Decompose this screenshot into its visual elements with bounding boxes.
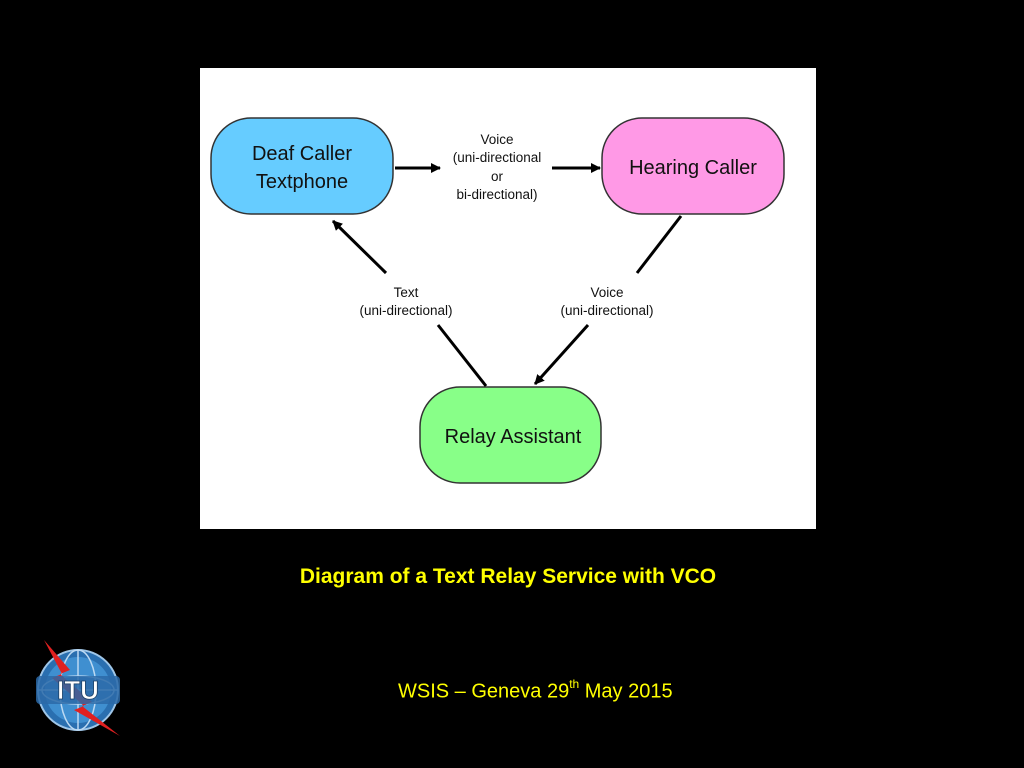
edge-left-label: Text (uni-directional) (359, 285, 452, 318)
node-deaf-caller-line1: Deaf Caller (252, 143, 352, 165)
edge-top-label-line2: (uni-directional (453, 150, 542, 165)
slide-caption: Diagram of a Text Relay Service with VCO (299, 565, 717, 588)
itu-globe-logo: ITU (36, 640, 120, 736)
diagram-panel: Deaf Caller Textphone Hearing Caller Rel… (200, 68, 816, 529)
relay-service-diagram: Deaf Caller Textphone Hearing Caller Rel… (210, 117, 785, 484)
node-relay-assistant-shape (419, 386, 602, 484)
edge-hearing-to-relay-upper (635, 215, 683, 274)
edge-top-label: Voice (uni-directional or bi-directional… (453, 132, 542, 202)
node-hearing-caller-label: Hearing Caller (629, 157, 757, 179)
edge-top-label-line1: Voice (480, 132, 513, 147)
edge-top-label-line3: or (491, 169, 504, 184)
edge-hearing-to-relay-lower (533, 323, 590, 386)
node-deaf-caller: Deaf Caller Textphone (210, 117, 394, 215)
footer-superscript: th (569, 677, 580, 691)
node-relay-assistant-label: Relay Assistant (445, 426, 582, 448)
node-relay-assistant: Relay Assistant (419, 386, 602, 484)
edge-top-label-line4: bi-directional) (456, 187, 537, 202)
node-deaf-caller-shape (210, 117, 394, 215)
edge-right-label-line2: (uni-directional) (560, 303, 653, 318)
itu-logo-text: ITU (57, 675, 99, 705)
edge-relay-to-deaf-lower (436, 324, 488, 387)
edge-left-label-line1: Text (394, 285, 419, 300)
node-deaf-caller-line2: Textphone (256, 171, 348, 193)
node-hearing-caller: Hearing Caller (601, 117, 785, 215)
node-hearing-caller-shape (601, 117, 785, 215)
footer-suffix: May 2015 (579, 680, 673, 703)
edge-relay-to-deaf-upper (331, 219, 388, 275)
footer-event-date: WSIS – Geneva 29th May 2015 (398, 677, 673, 704)
edge-right-label-line1: Voice (590, 285, 623, 300)
edge-right-label: Voice (uni-directional) (560, 285, 653, 318)
footer-prefix: WSIS – Geneva 29 (398, 680, 570, 703)
edge-left-label-line2: (uni-directional) (359, 303, 452, 318)
